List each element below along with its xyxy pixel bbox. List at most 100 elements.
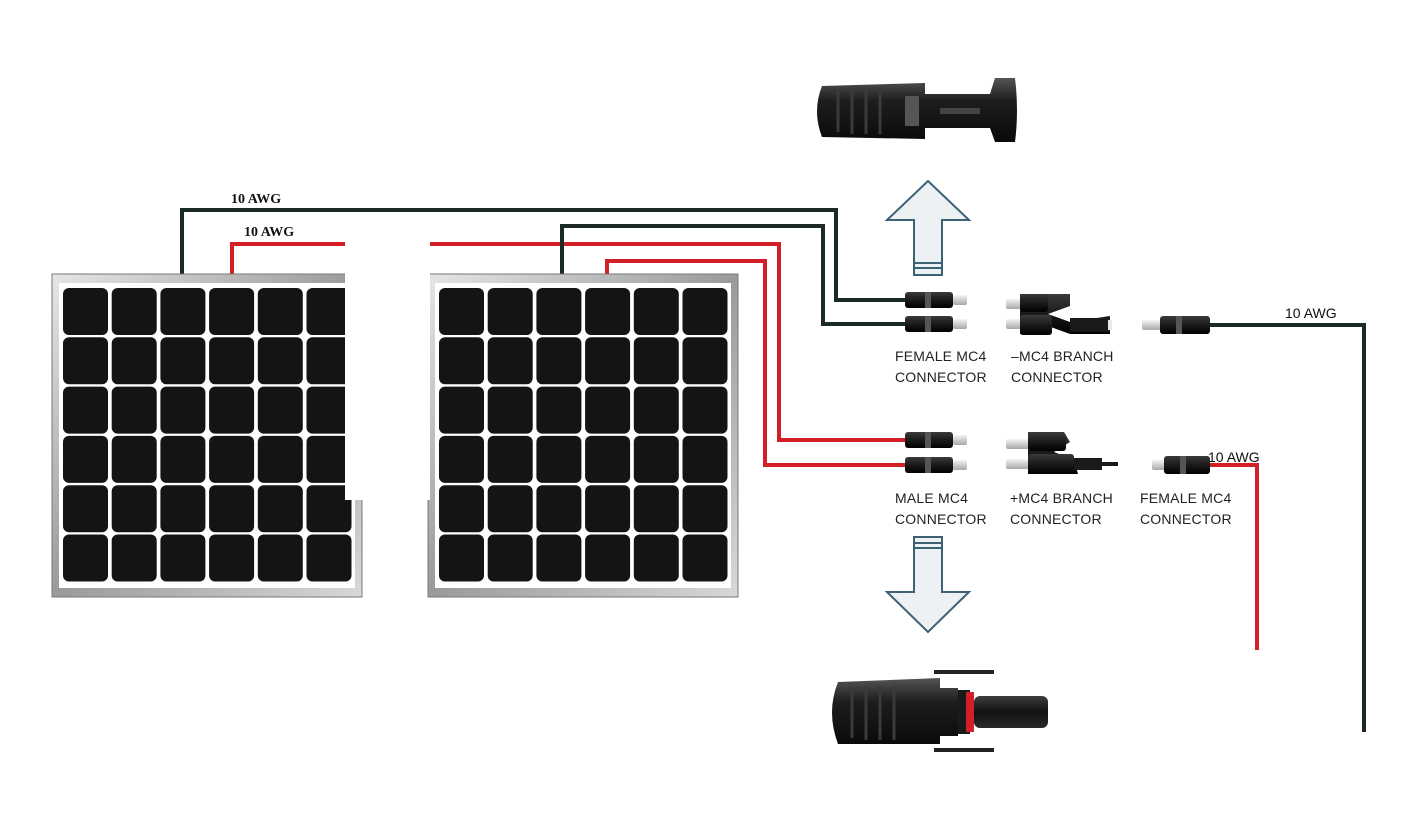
solar-cell [63,337,108,385]
solar-cell [209,534,255,582]
solar-cells [439,288,728,582]
solar-cell [439,485,484,533]
solar-cell [209,288,255,335]
negative-branch-connector-label: –MC4 BRANCH CONNECTOR [1011,348,1114,385]
solar-cell [536,435,582,483]
solar-cells [63,288,352,582]
solar-cell [111,485,157,533]
wire-gauge-label: 10 AWG [231,192,282,207]
mc4-connector-icon [905,292,967,308]
mc4-connector-icon [905,457,967,473]
solar-cell [487,435,533,483]
solar-cell [160,288,206,335]
solar-cell [682,485,728,533]
solar-cell [63,288,108,335]
solar-cell [439,288,484,335]
positive-wire-panel-2 [605,259,905,467]
solar-cell [439,337,484,385]
solar-cell [633,534,679,582]
solar-cell [209,386,255,434]
solar-cell [306,534,352,582]
solar-cell [633,386,679,434]
solar-cell [682,337,728,385]
female-mc4-output-connector-label: FEMALE MC4 CONNECTOR [1140,490,1232,527]
solar-cell [160,485,206,533]
positive-branch-connector-label: +MC4 BRANCH CONNECTOR [1010,490,1113,527]
solar-cell [209,435,255,483]
mc4-connector-icon [817,78,1017,142]
solar-cell [682,386,728,434]
solar-cell [633,337,679,385]
solar-cell [487,534,533,582]
mc4-connector-icon [832,670,1048,752]
solar-cell [209,337,255,385]
solar-cell [439,386,484,434]
solar-cell [257,288,303,335]
mc4-connector-icon [1142,316,1210,334]
solar-panel-icon [427,273,739,598]
solar-cell [536,534,582,582]
solar-cell [439,435,484,483]
solar-cell [257,386,303,434]
solar-cell [63,386,108,434]
solar-cell [63,435,108,483]
mc4-connector-icon [905,316,967,332]
solar-cell [439,534,484,582]
solar-cell [585,435,631,483]
solar-cell [306,435,352,483]
solar-cell [306,485,352,533]
solar-cell [682,534,728,582]
solar-cell [111,435,157,483]
solar-cell [306,288,352,335]
mc4-branch-connector-icon [1006,432,1118,474]
solar-cell [63,485,108,533]
arrow-up-icon [884,179,972,276]
male-mc4-connector-label: MALE MC4 CONNECTOR [895,490,987,527]
solar-cell [257,485,303,533]
solar-cell [63,534,108,582]
solar-cell [487,288,533,335]
mc4-branch-connector-icon [1006,294,1112,335]
positive-wire-panel-1 [230,242,905,442]
solar-cell [257,435,303,483]
solar-cell [160,534,206,582]
gap-mask [345,236,430,500]
solar-cell [160,435,206,483]
solar-cell [585,386,631,434]
solar-panel-icon [51,273,363,598]
solar-cell [536,288,582,335]
solar-cell [257,534,303,582]
solar-cell [585,534,631,582]
wire-gauge-label: 10 AWG [1285,305,1337,321]
solar-cell [487,485,533,533]
solar-cell [536,485,582,533]
female-mc4-connector-label: FEMALE MC4 CONNECTOR [895,348,987,385]
mc4-connector-icon [1152,456,1210,474]
negative-output-wire [1210,323,1366,732]
solar-cell [111,534,157,582]
solar-cell [682,288,728,335]
solar-cell [585,485,631,533]
solar-cell [633,485,679,533]
solar-cell [487,386,533,434]
solar-cell [111,337,157,385]
solar-cell [209,485,255,533]
solar-cell [682,435,728,483]
solar-cell [487,337,533,385]
negative-wire-panel-1 [180,208,905,302]
wire-gauge-label: 10 AWG [1208,449,1260,465]
mc4-connector-icon [905,432,967,448]
arrow-down-icon [884,536,972,634]
solar-cell [536,386,582,434]
solar-cell [585,337,631,385]
solar-cell [633,288,679,335]
solar-cell [306,337,352,385]
solar-cell [160,386,206,434]
solar-cell [160,337,206,385]
solar-cell [536,337,582,385]
solar-cell [633,435,679,483]
solar-cell [257,337,303,385]
solar-cell [111,288,157,335]
